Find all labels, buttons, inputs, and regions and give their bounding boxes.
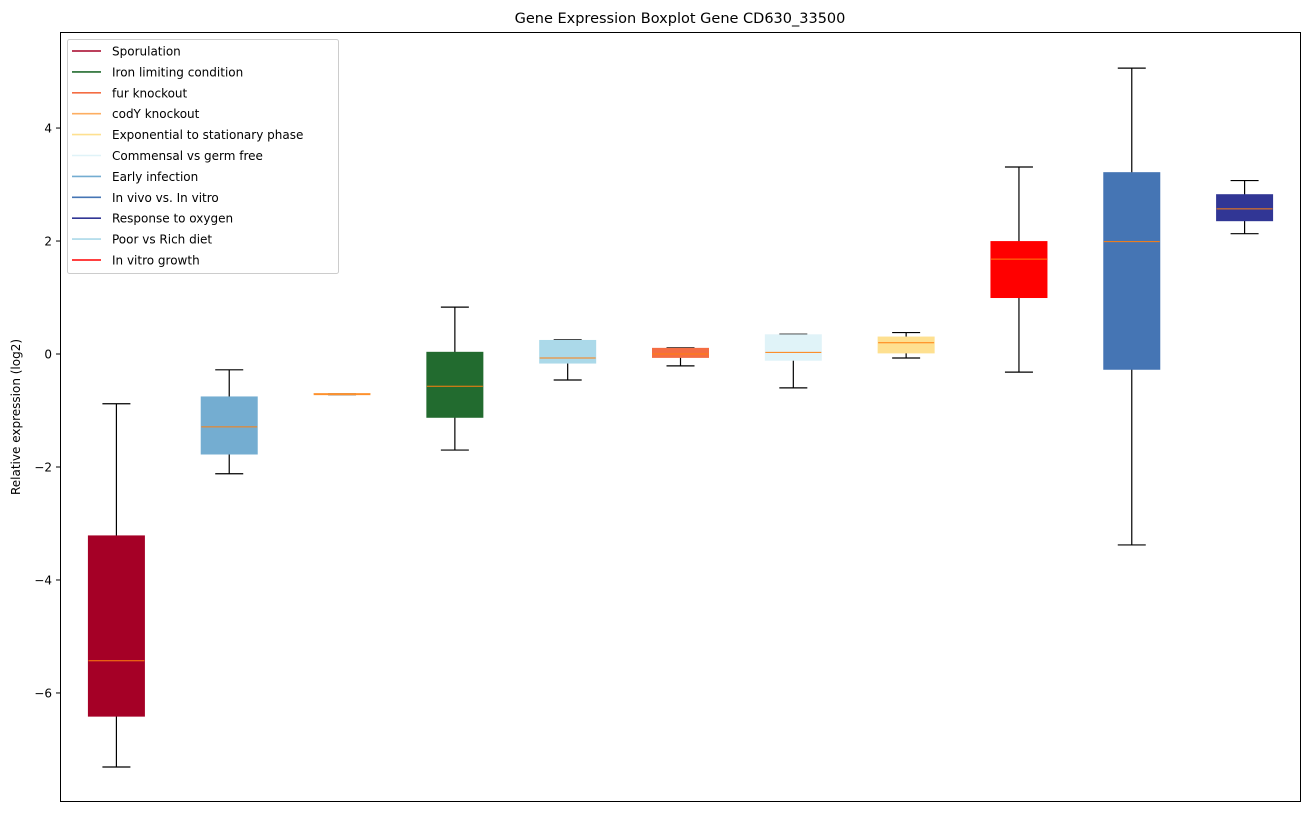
box-response-to-oxygen bbox=[1216, 179, 1274, 235]
y-tick-label: −6 bbox=[34, 686, 52, 700]
y-tick-label: −4 bbox=[34, 573, 52, 587]
chart-title: Gene Expression Boxplot Gene CD630_33500 bbox=[515, 11, 846, 27]
legend-label: Response to oxygen bbox=[112, 212, 233, 226]
box-iqr bbox=[87, 535, 145, 717]
y-tick-label: 2 bbox=[44, 235, 52, 249]
y-tick-label: 0 bbox=[44, 348, 52, 362]
box-iqr bbox=[1103, 172, 1161, 370]
box-sporulation bbox=[87, 403, 145, 768]
box-fur-knockout bbox=[652, 347, 709, 367]
legend-label: Early infection bbox=[112, 170, 198, 184]
legend-label: In vivo vs. In vitro bbox=[112, 191, 219, 205]
legend-label: Poor vs Rich diet bbox=[112, 233, 212, 247]
box-in-vitro-growth bbox=[990, 166, 1048, 373]
box-poor-vs-rich-diet bbox=[539, 339, 597, 381]
legend-label: fur knockout bbox=[112, 86, 188, 100]
plot-area-frame bbox=[60, 32, 1301, 802]
y-tick-label: −2 bbox=[34, 460, 52, 474]
legend-label: Commensal vs germ free bbox=[112, 149, 263, 163]
legend-label: Sporulation bbox=[112, 45, 181, 59]
legend-label: Exponential to stationary phase bbox=[112, 128, 303, 142]
box-cody-knockout bbox=[313, 392, 371, 396]
box-iqr bbox=[1216, 194, 1274, 222]
legend-label: codY knockout bbox=[112, 107, 200, 121]
box-iron-limiting-condition bbox=[426, 306, 484, 451]
box-iqr bbox=[426, 351, 484, 418]
legend-label: In vitro growth bbox=[112, 254, 200, 268]
box-early-infection bbox=[200, 369, 258, 475]
box-iqr bbox=[200, 396, 258, 455]
y-axis-label: Relative expression (log2) bbox=[9, 339, 23, 495]
box-iqr bbox=[652, 347, 709, 358]
box-iqr bbox=[764, 334, 822, 361]
legend-frame bbox=[67, 39, 339, 274]
box-in-vivo-vs-in-vitro bbox=[1103, 67, 1161, 546]
box-iqr bbox=[877, 336, 935, 354]
box-commensal-vs-germ-free bbox=[764, 333, 822, 389]
box-exponential-to-stationary-phase bbox=[877, 331, 935, 359]
legend-label: Iron limiting condition bbox=[112, 65, 243, 79]
y-tick-label: 4 bbox=[44, 122, 52, 136]
box-iqr bbox=[990, 241, 1048, 299]
box-iqr bbox=[539, 339, 597, 364]
